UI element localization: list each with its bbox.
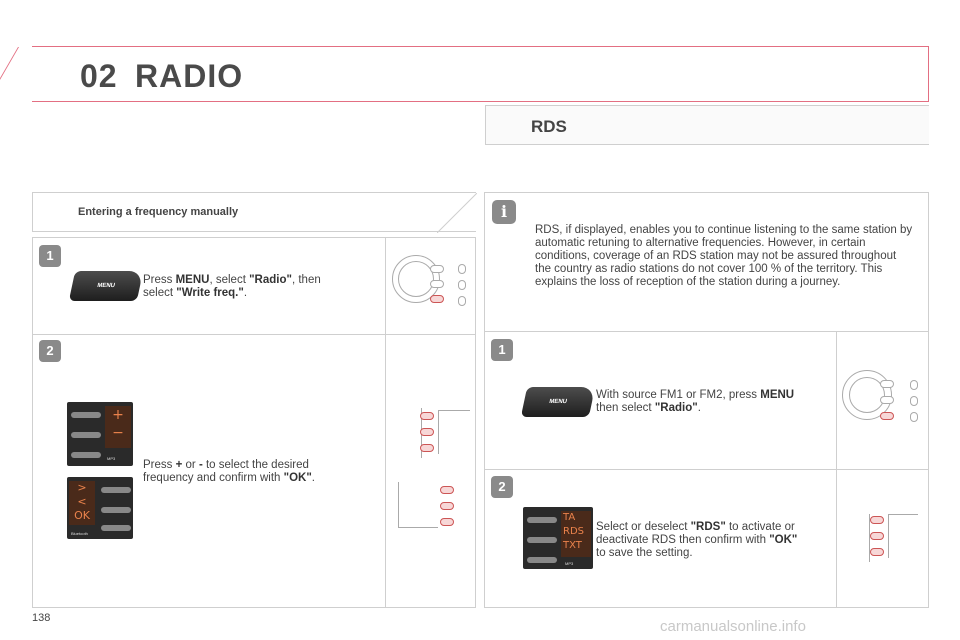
rds-panel-image: TA RDS TXT MP3 (523, 507, 593, 569)
step1-instructions: Press MENU, select "Radio", then select … (143, 274, 321, 299)
rds-step1-instructions: With source FM1 or FM2, press MENU then … (596, 389, 795, 414)
step-badge: 1 (39, 245, 61, 267)
plus-minus-panel-image: +− MP3 (67, 402, 133, 466)
divider (836, 331, 837, 607)
screen-item-rds: RDS (563, 526, 584, 537)
rds-step2-instructions: Select or deselect "RDS" to activate or … (596, 521, 798, 559)
divider (385, 238, 386, 607)
step2-instructions: Press + or - to select the desired frequ… (143, 459, 315, 484)
divider (485, 331, 928, 332)
left-title-box (32, 192, 477, 233)
rds-info-text: RDS, if displayed, enables you to contin… (535, 224, 913, 288)
info-icon: i (492, 200, 516, 224)
divider (485, 469, 928, 470)
screen-item-ta: TA (563, 512, 576, 523)
menu-button-image: MENU (520, 387, 596, 417)
page-number: 138 (32, 612, 51, 624)
chapter-number: 02 (80, 58, 118, 94)
ok-panel-image: ><OK Bluetooth (67, 477, 133, 539)
divider (33, 334, 475, 335)
section-header: RDS (485, 105, 929, 145)
section-title: RDS (531, 117, 567, 136)
step-badge: 1 (491, 339, 513, 361)
menu-button-image: MENU (68, 271, 144, 301)
chapter-title: RADIO (135, 58, 244, 94)
step-badge: 2 (491, 476, 513, 498)
left-section-title: Entering a frequency manually (78, 206, 239, 218)
corner-slash-decoration (437, 193, 477, 233)
step-badge: 2 (39, 340, 61, 362)
screen-item-txt: TXT (563, 540, 582, 551)
watermark: carmanualsonline.info (660, 618, 806, 635)
chapter-header-frame (32, 46, 929, 102)
